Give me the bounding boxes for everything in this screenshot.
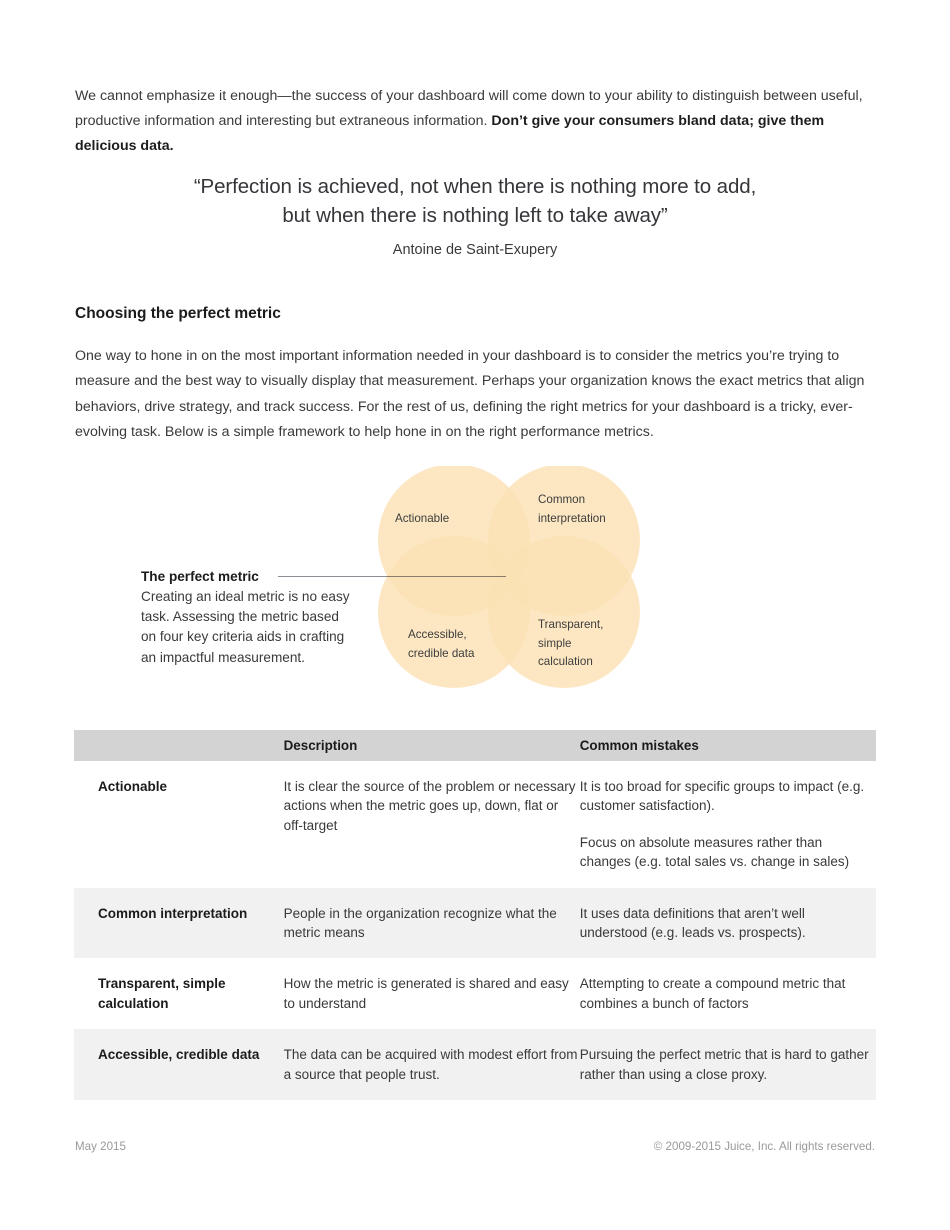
section-paragraph: One way to hone in on the most important… bbox=[75, 348, 865, 441]
venn-circle-accessible-credible-data bbox=[378, 536, 530, 688]
table-header-row: Description Common mistakes bbox=[74, 730, 876, 761]
cell-paragraph: The data can be acquired with modest eff… bbox=[283, 1047, 578, 1082]
perfect-metric-callout: The perfect metric Creating an ideal met… bbox=[141, 568, 356, 668]
table-row: Actionable It is clear the source of the … bbox=[74, 761, 876, 888]
table-row: Common interpretation People in the organ… bbox=[74, 887, 876, 959]
callout-title: The perfect metric bbox=[141, 569, 259, 584]
cell-paragraph: How the metric is generated is shared an… bbox=[283, 976, 569, 1011]
column-header-description: Description bbox=[283, 738, 358, 753]
intro-text: We cannot emphasize it enough—the succes… bbox=[75, 88, 863, 130]
cell-paragraph: It uses data definitions that aren’t wel… bbox=[579, 905, 806, 941]
cell-paragraph: It is too broad for specific groups to i… bbox=[579, 779, 865, 814]
cell-description: How the metric is generated is shared an… bbox=[284, 958, 580, 1029]
venn-label-transparent-simple-calculation: Transparent, simple calculation bbox=[538, 618, 604, 669]
cell-term: Common interpretation bbox=[98, 905, 248, 921]
column-header-term bbox=[74, 730, 284, 761]
footer-date: May 2015 bbox=[75, 1140, 126, 1153]
cell-paragraph: Attempting to create a compound metric t… bbox=[579, 976, 846, 1011]
cell-common-mistakes: Attempting to create a compound metric t… bbox=[580, 958, 876, 1029]
cell-paragraph: Focus on absolute measures rather than c… bbox=[579, 834, 850, 870]
quote-line-2: but when there is nothing left to take a… bbox=[282, 204, 668, 227]
cell-term: Accessible, credible data bbox=[98, 1047, 260, 1063]
venn-circles bbox=[378, 466, 640, 688]
cell-paragraph: Pursuing the perfect metric that is hard… bbox=[579, 1047, 869, 1082]
quote-line-1: “Perfection is achieved, not when there … bbox=[193, 175, 757, 198]
cell-term: Actionable bbox=[98, 779, 168, 794]
cell-description: People in the organization recognize wha… bbox=[284, 888, 580, 959]
pull-quote: “Perfection is achieved, not when there … bbox=[75, 172, 875, 258]
cell-description: It is clear the source of the problem or… bbox=[284, 761, 580, 888]
cell-common-mistakes: Pursuing the perfect metric that is hard… bbox=[580, 1029, 876, 1100]
column-header-common-mistakes: Common mistakes bbox=[579, 738, 699, 753]
cell-paragraph: It is clear the source of the problem or… bbox=[283, 779, 576, 833]
footer-copyright: © 2009-2015 Juice, Inc. All rights reser… bbox=[653, 1140, 875, 1153]
callout-body: Creating an ideal metric is no easy task… bbox=[141, 589, 350, 665]
venn-label-common-interpretation: Common interpretation bbox=[538, 493, 606, 525]
cell-description: The data can be acquired with modest eff… bbox=[284, 1029, 580, 1100]
venn-label-actionable: Actionable bbox=[395, 512, 450, 525]
cell-term: Transparent, simple calculation bbox=[98, 976, 226, 1011]
table-row: Accessible, credible data The data can be… bbox=[74, 1029, 876, 1101]
intro-emphasis: Don’t give your consumers bland data; gi… bbox=[75, 113, 825, 155]
table-row: Transparent, simple calculation How the m… bbox=[74, 958, 876, 1030]
quote-author: Antoine de Saint-Exupery bbox=[392, 242, 558, 258]
cell-paragraph: People in the organization recognize wha… bbox=[283, 905, 557, 941]
venn-label-accessible-credible-data: Accessible, credible data bbox=[408, 628, 475, 660]
cell-common-mistakes: It uses data definitions that aren’t wel… bbox=[580, 888, 876, 959]
venn-diagram: Actionable Common interpretation Accessi… bbox=[378, 466, 640, 688]
table-header: Description Common mistakes bbox=[74, 730, 876, 761]
intro-paragraph: We cannot emphasize it enough—the succes… bbox=[75, 84, 875, 159]
cell-common-mistakes: It is too broad for specific groups to i… bbox=[580, 761, 876, 888]
venn-circle-transparent-simple-calculation bbox=[488, 536, 640, 688]
table-body: Actionable It is clear the source of the … bbox=[74, 761, 876, 1101]
section-heading: Choosing the perfect metric bbox=[75, 304, 281, 322]
